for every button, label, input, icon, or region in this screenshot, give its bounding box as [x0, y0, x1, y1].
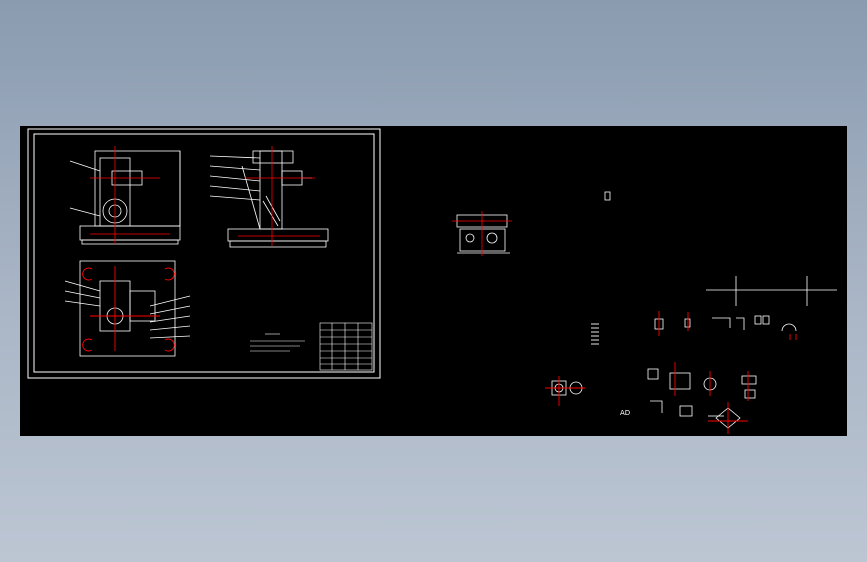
title-block	[319, 322, 373, 371]
side-view	[209, 150, 329, 248]
cad-viewport[interactable]: AD	[20, 126, 847, 436]
sheet-outer-border	[27, 128, 381, 379]
front-view	[69, 150, 181, 245]
detail-spring	[591, 323, 599, 345]
cad-drawing-canvas: AD	[27, 128, 837, 434]
detail-parts-cluster	[551, 315, 797, 429]
technical-notes	[250, 333, 305, 352]
detail-assembly-redlines	[452, 211, 512, 256]
top-view-redlines	[82, 266, 175, 352]
side-view-redlines	[238, 146, 320, 246]
crosshair-guides	[706, 276, 837, 306]
detail-small-mark	[604, 191, 611, 201]
annotation-label-ad: AD	[620, 409, 630, 417]
sheet-inner-border	[33, 133, 375, 373]
front-view-redlines	[90, 146, 170, 244]
detail-parts-redlines	[545, 311, 797, 434]
